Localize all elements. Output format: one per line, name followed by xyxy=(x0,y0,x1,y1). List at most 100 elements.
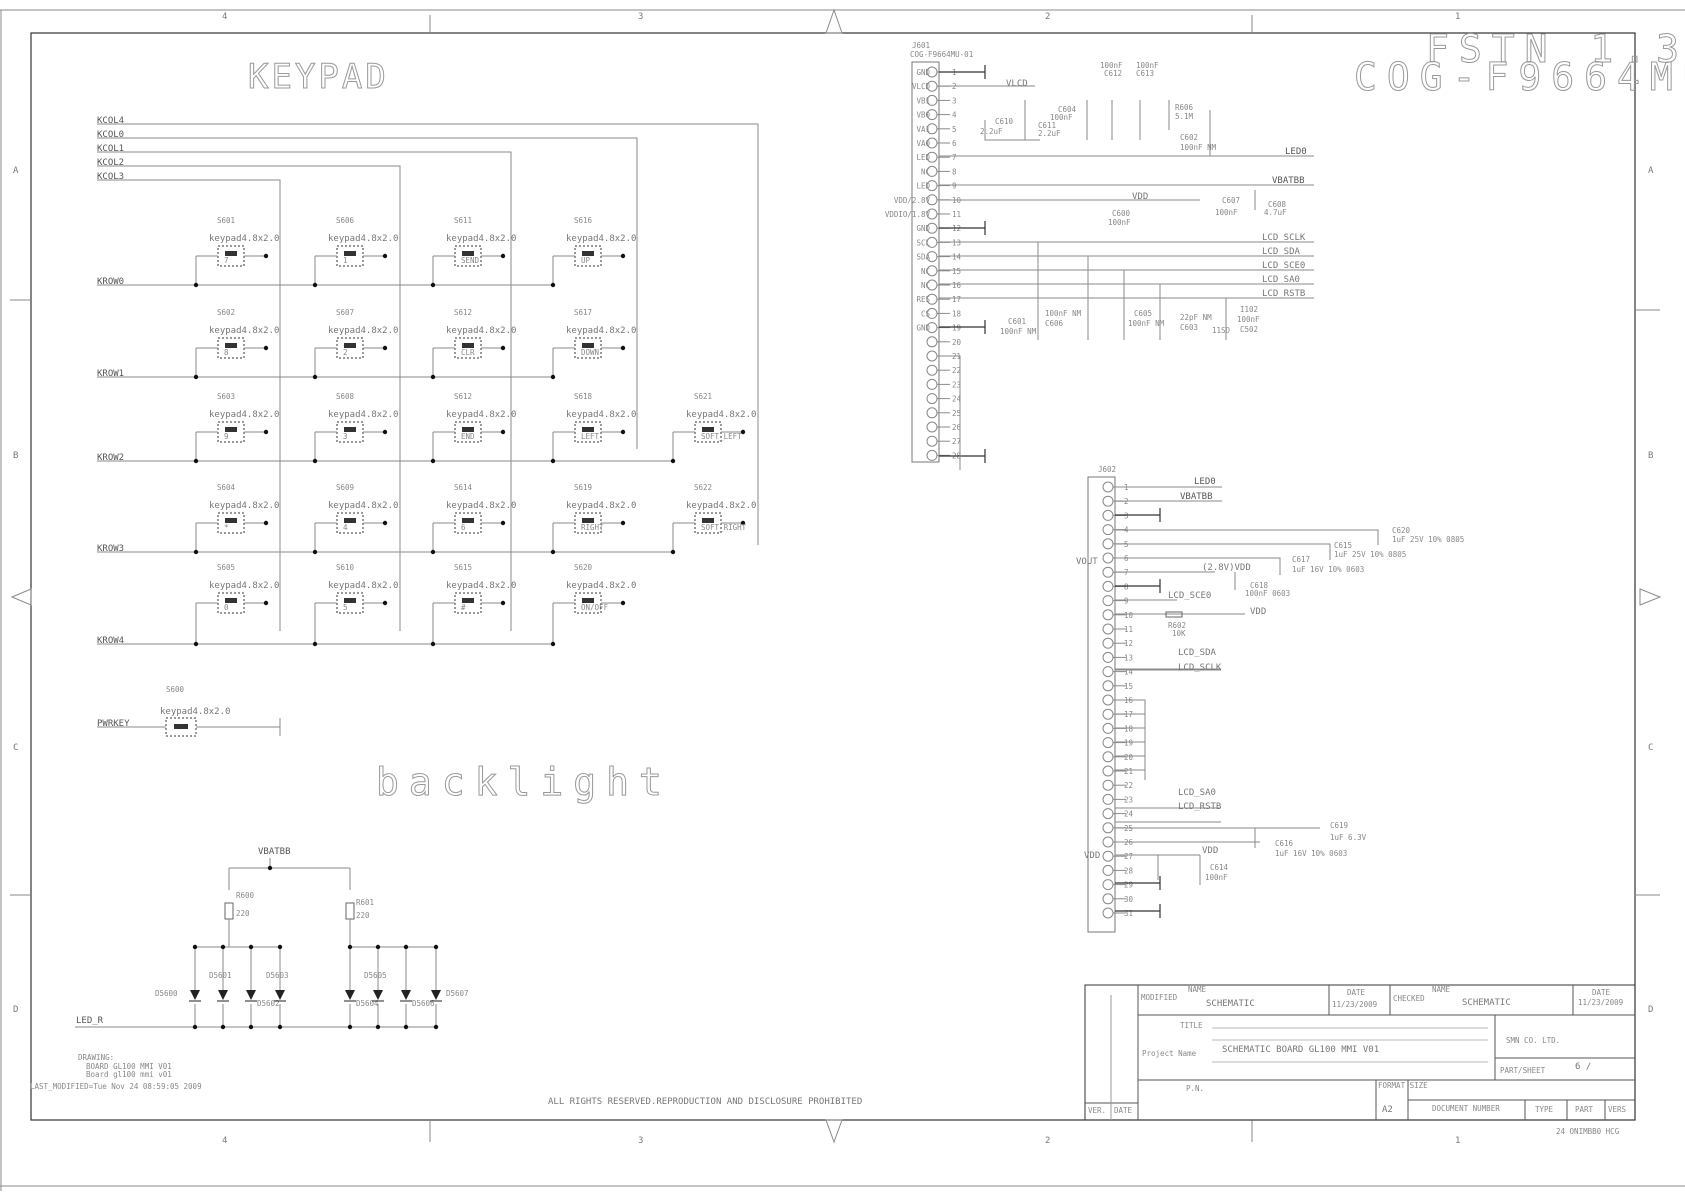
junction-dot xyxy=(220,1024,226,1030)
tb-label: Project Name xyxy=(1142,1049,1197,1058)
switch-ref: S601 xyxy=(217,216,235,225)
pin-circle xyxy=(1102,637,1114,649)
pin-number: 14 xyxy=(952,253,962,262)
led-ref: D5605 xyxy=(364,971,387,980)
switch-ref: S605 xyxy=(217,563,235,572)
component-ref: J601 xyxy=(912,41,930,50)
keypad-column-nets: KCOL4 KCOL0 KCOL1 KCOL2 KCOL3 xyxy=(97,116,759,631)
switch-footprint: keypad4.8x2.0 xyxy=(446,581,516,591)
switch-footprint: keypad4.8x2.0 xyxy=(686,501,756,511)
component-ref: R606 xyxy=(1175,103,1194,112)
tb-label: DATE xyxy=(1592,988,1611,997)
switch-actuator xyxy=(344,343,356,348)
pin-label: VOUT xyxy=(1076,557,1098,567)
connector-pin: 29 xyxy=(1102,879,1133,891)
connector-pin: 27 xyxy=(926,435,961,447)
net-label: VDD xyxy=(1202,846,1218,856)
switch-key-label: 1 xyxy=(343,256,348,265)
switch-footprint: keypad4.8x2.0 xyxy=(209,326,279,336)
component-value: 100nF NM xyxy=(1128,319,1165,328)
pin-name: VA0 xyxy=(916,139,930,148)
component-value: 220 xyxy=(356,911,370,920)
pin-name: GND xyxy=(916,224,930,233)
junction-dot xyxy=(500,253,506,259)
pin-number: 7 xyxy=(952,153,957,162)
pin-number: 14 xyxy=(1124,668,1134,677)
note-text: BOARD GL100 MMI V01 xyxy=(86,1062,172,1071)
switch-key-label: SEND xyxy=(461,256,480,265)
pin-number: 15 xyxy=(952,267,961,276)
switch-actuator xyxy=(462,598,474,603)
connector-pin: 10 xyxy=(1102,609,1134,621)
switch-actuator xyxy=(344,518,356,523)
switch-footprint: keypad4.8x2.0 xyxy=(566,234,636,244)
frame-col-labels: 4 3 2 1 4 3 2 1 xyxy=(222,12,1460,1146)
pin-number: 5 xyxy=(952,125,957,134)
net-label: LCD_RSTB xyxy=(1262,289,1305,299)
switch-actuator xyxy=(225,518,237,523)
junction-dot xyxy=(670,458,676,464)
switch-footprint: keypad4.8x2.0 xyxy=(566,501,636,511)
net-label: LCD_SCLK xyxy=(1178,663,1222,673)
frame-row-labels: A B C D A B C D xyxy=(13,166,1654,1015)
junction-dot xyxy=(248,1024,254,1030)
component-value: 100nF xyxy=(1136,61,1159,70)
component-value: 100nF NM xyxy=(1045,309,1082,318)
ground-symbol xyxy=(939,320,986,334)
pin-name: VA1 xyxy=(916,125,930,134)
switch-ref: S612 xyxy=(454,308,472,317)
frame-row-label: C xyxy=(1648,743,1653,753)
tb-label: DATE xyxy=(1114,1106,1133,1115)
frame-row-label: C xyxy=(13,743,18,753)
switch-key-label: 2 xyxy=(343,348,348,357)
junction-dot xyxy=(430,458,436,464)
switch-ref: S611 xyxy=(454,216,472,225)
junction-dot xyxy=(312,374,318,380)
net-label: VDD xyxy=(1250,607,1266,617)
ground-symbol xyxy=(1115,579,1161,593)
connector-pin: 30 xyxy=(1102,893,1134,905)
tb-label: PART/SHEET xyxy=(1500,1066,1546,1075)
pin-circle xyxy=(1102,495,1114,507)
component-ref: C605 xyxy=(1134,309,1152,318)
connector-pin: 22 xyxy=(926,364,961,376)
frame-col-label: 1 xyxy=(1455,1136,1460,1146)
pin-number: 25 xyxy=(952,409,961,418)
tb-value: 11/23/2009 xyxy=(1578,998,1623,1007)
keypad-title: KEYPAD xyxy=(248,57,389,97)
switch-footprint: keypad4.8x2.0 xyxy=(209,581,279,591)
junction-dot xyxy=(740,520,746,526)
junction-dot xyxy=(347,944,353,950)
junction-dot xyxy=(192,944,198,950)
pin-name: VDDIO/1.8V xyxy=(885,210,931,219)
lcd-subtitle: COG-F9664MU-01 xyxy=(1354,55,1685,99)
switch-key-label: 4 xyxy=(343,523,348,532)
switch-footprint: keypad4.8x2.0 xyxy=(328,234,398,244)
component-ref: C612 xyxy=(1104,69,1122,78)
component-value: 100nF xyxy=(1100,61,1123,70)
net-label: KROW1 xyxy=(97,369,124,379)
switch-ref: S606 xyxy=(336,216,355,225)
led-triangle xyxy=(218,990,228,1000)
led-triangle xyxy=(190,990,200,1000)
connector-pin: 21 xyxy=(1102,765,1133,777)
pin-number: 27 xyxy=(1124,852,1133,861)
led-diode: D5602 xyxy=(245,944,280,1030)
net-label: KCOL3 xyxy=(97,172,124,182)
led-ref: D5603 xyxy=(266,971,289,980)
pin-name: RES xyxy=(916,295,930,304)
pin-circle xyxy=(1102,808,1114,820)
connector-pin: 12 xyxy=(1102,637,1133,649)
junction-dot xyxy=(550,374,556,380)
junction-dot xyxy=(248,944,254,950)
pin-name: NC xyxy=(921,281,930,290)
pin-circle xyxy=(1102,822,1114,834)
net-label: VBATBB xyxy=(1180,492,1213,502)
component-ref: C619 xyxy=(1330,821,1348,830)
